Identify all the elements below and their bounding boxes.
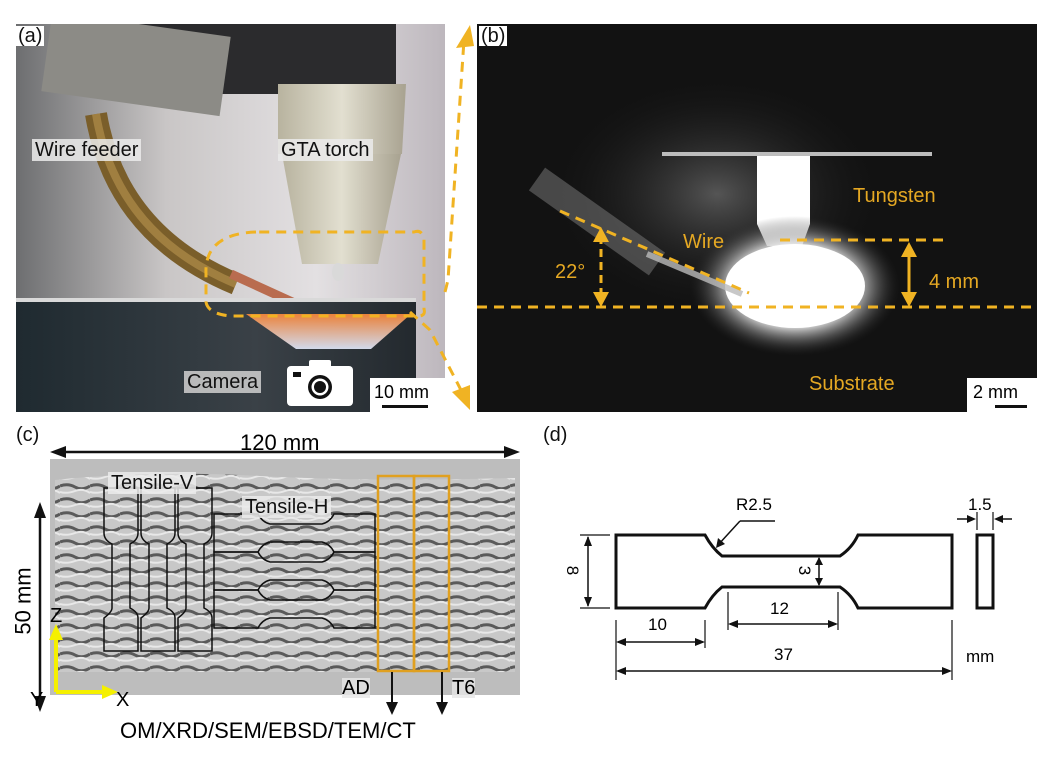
label-ad: AD <box>342 677 370 699</box>
specimen-side-view <box>975 533 995 610</box>
panel-d: R2.5 1.5 8 3 12 10 37 mm <box>530 420 1049 700</box>
axis-label-y: Y <box>30 689 44 711</box>
specimen-drawing <box>580 512 1012 680</box>
ad-down-arrow <box>386 702 398 715</box>
height-dimension-label: 50 mm <box>10 567 36 635</box>
dim-grip-length: 10 <box>648 615 667 634</box>
panel-b-label: (b) <box>479 25 508 47</box>
panel-c-drawing <box>34 446 520 715</box>
panel-c: 120 mm 50 mm Tensile-V Tensile-H AD T6 O… <box>0 432 530 760</box>
label-height: 4 mm <box>929 271 979 293</box>
label-wire: Wire <box>683 231 725 253</box>
dim-gauge-length: 12 <box>770 599 789 618</box>
scale-bar-b: 2 mm <box>967 378 1037 412</box>
deposited-block <box>55 473 515 672</box>
width-dimension-label: 120 mm <box>240 430 320 455</box>
panel-b-photo <box>477 74 1037 356</box>
dim-grip-width: 8 <box>563 565 583 576</box>
scale-bar-b-label: 2 mm <box>973 382 1018 402</box>
height-arrow-up <box>901 242 917 257</box>
panel-d-label: (d) <box>543 424 568 446</box>
tensile-h-specimens <box>213 513 376 629</box>
dim-gauge-width: 3 <box>795 565 815 576</box>
label-tungsten: Tungsten <box>853 185 936 207</box>
axis-label-z: Z <box>50 605 63 627</box>
t6-down-arrow <box>436 702 448 715</box>
scale-bar-a: 10 mm <box>370 378 445 412</box>
panel-a-label: (a) <box>16 25 45 47</box>
camera-icon <box>287 358 353 406</box>
dim-total-length: 37 <box>774 645 793 664</box>
specimen-outline <box>614 533 954 610</box>
label-angle: 22° <box>555 261 586 283</box>
label-wire-feeder: Wire feeder <box>32 139 142 161</box>
label-gta-torch: GTA torch <box>278 139 373 161</box>
height-arrow-down <box>901 292 917 307</box>
label-tensile-v: Tensile-V <box>108 472 197 494</box>
label-tensile-h: Tensile-H <box>242 496 332 518</box>
angle-arrow-down <box>593 292 609 307</box>
dim-radius: R2.5 <box>736 495 772 514</box>
label-characterization: OM/XRD/SEM/EBSD/TEM/CT <box>120 718 416 743</box>
sample-box-t6 <box>412 474 451 673</box>
dim-unit: mm <box>966 647 995 666</box>
axis-label-x: X <box>116 689 130 711</box>
panel-b: (b) Tungsten Wire 22° 4 mm Substrate 2 m… <box>477 24 1037 412</box>
panel-a-photo <box>16 24 445 412</box>
dim-thickness: 1.5 <box>968 495 992 514</box>
label-t6: T6 <box>452 677 476 699</box>
angle-arrow-up <box>593 227 609 242</box>
label-camera: Camera <box>184 371 262 393</box>
label-substrate: Substrate <box>809 373 895 395</box>
tensile-v-specimens <box>103 487 213 652</box>
zoom-connector-arrows <box>408 25 474 410</box>
scale-bar-a-label: 10 mm <box>374 382 430 402</box>
panel-a: (a) Wire feeder GTA torch Camera 10 mm <box>16 24 445 412</box>
zoom-region-outline <box>204 229 426 318</box>
panel-c-label: (c) <box>16 424 40 446</box>
wire-direction-line <box>559 209 750 295</box>
